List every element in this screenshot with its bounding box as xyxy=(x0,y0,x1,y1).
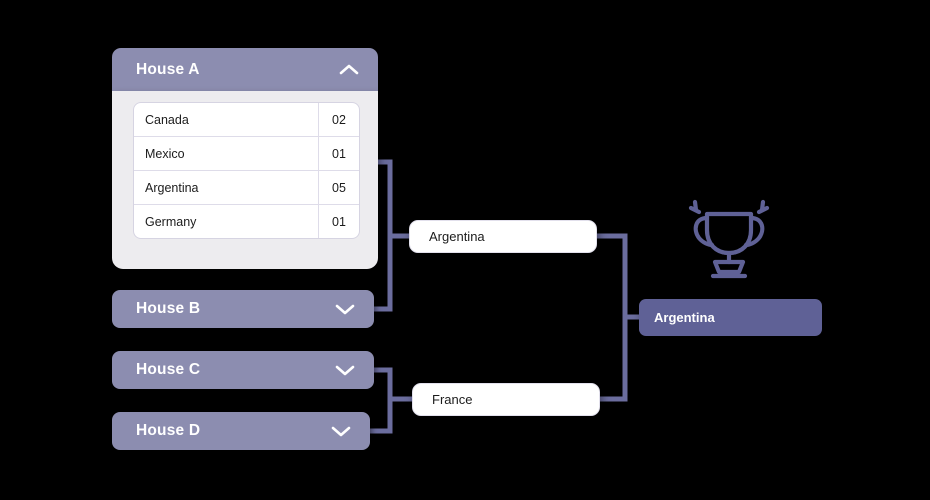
team-name: Germany xyxy=(134,205,319,238)
team-score: 01 xyxy=(332,146,346,161)
trophy-icon xyxy=(688,199,770,279)
chevron-down-icon[interactable] xyxy=(330,424,352,438)
team-name: Argentina xyxy=(134,171,319,204)
table-row[interactable]: Mexico 01 xyxy=(134,137,359,171)
team-score: 01 xyxy=(332,214,346,229)
chevron-down-icon[interactable] xyxy=(334,302,356,316)
accordion-header-house-a[interactable]: House A xyxy=(112,48,378,91)
table-row[interactable]: Argentina 05 xyxy=(134,171,359,205)
accordion-header-house-d[interactable]: House D xyxy=(112,412,370,450)
team-score: 05 xyxy=(332,180,346,195)
final-winner-label: Argentina xyxy=(654,310,715,325)
accordion-label-house-c: House C xyxy=(136,361,201,378)
accordion-label-house-b: House B xyxy=(136,300,201,317)
match-winner-box-upper[interactable]: Argentina xyxy=(409,220,597,253)
team-score: 02 xyxy=(332,112,346,127)
match-winner-label: France xyxy=(432,392,473,407)
final-winner-box[interactable]: Argentina xyxy=(639,299,822,336)
team-name: Mexico xyxy=(134,137,319,170)
match-winner-label: Argentina xyxy=(429,229,485,244)
accordion-label-house-a: House A xyxy=(136,60,200,78)
chevron-down-icon[interactable] xyxy=(334,363,356,377)
team-name: Canada xyxy=(134,103,319,136)
accordion-header-house-b[interactable]: House B xyxy=(112,290,374,328)
team-score-table: Canada 02 Mexico 01 Argentina 05 Germany… xyxy=(133,102,360,239)
table-row[interactable]: Canada 02 xyxy=(134,103,359,137)
accordion-body-house-a: Canada 02 Mexico 01 Argentina 05 Germany… xyxy=(112,91,378,269)
chevron-up-icon[interactable] xyxy=(338,63,360,77)
accordion-label-house-d: House D xyxy=(136,422,201,439)
table-row[interactable]: Germany 01 xyxy=(134,205,359,238)
match-winner-box-lower[interactable]: France xyxy=(412,383,600,416)
accordion-header-house-c[interactable]: House C xyxy=(112,351,374,389)
